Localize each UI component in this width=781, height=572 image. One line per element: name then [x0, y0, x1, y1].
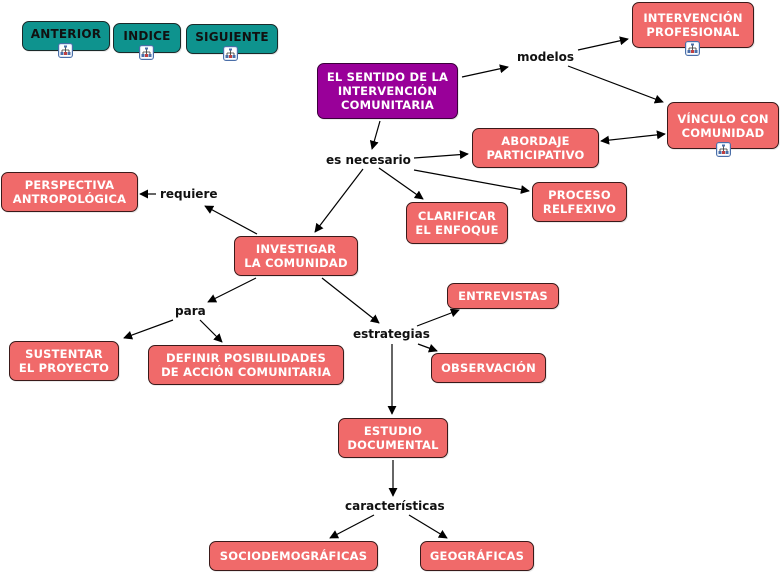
anterior-label: ANTERIOR	[30, 27, 102, 41]
phrase-estrategias[interactable]: estrategias	[351, 327, 432, 341]
link-modelos-vinculo-comunidad	[567, 65, 664, 104]
phrase-modelos[interactable]: modelos	[515, 50, 576, 64]
link-caracteristicas-geograficas	[408, 514, 448, 539]
concept-clarificar-enfoque[interactable]: CLARIFICAR EL ENFOQUE	[406, 202, 508, 244]
link-estrategias-observacion	[417, 343, 438, 353]
phrase-para[interactable]: para	[173, 304, 208, 318]
concept-entrevistas-label: ENTREVISTAS	[458, 289, 548, 303]
concept-abordaje-participativo[interactable]: ABORDAJE PARTICIPATIVO	[472, 128, 599, 168]
concept-sustentar-proyecto[interactable]: SUSTENTAR EL PROYECTO	[9, 341, 119, 381]
concept-investigar-comunidad[interactable]: INVESTIGAR LA COMUNIDAD	[234, 236, 358, 276]
link-es-necesario-proceso	[413, 169, 530, 194]
concept-root[interactable]: EL SENTIDO DE LA INTERVENCIÓN COMUNITARI…	[317, 63, 458, 119]
concept-sustentar-proyecto-label: SUSTENTAR EL PROYECTO	[18, 347, 110, 375]
concept-map-link-icon[interactable]	[58, 43, 73, 58]
phrase-caracteristicas[interactable]: características	[343, 499, 447, 513]
link-investigar-requiere	[204, 205, 258, 235]
concept-observacion[interactable]: OBSERVACIÓN	[431, 353, 546, 383]
concept-map-link-icon[interactable]	[139, 45, 154, 60]
concept-intervencion-profesional-label: INTERVENCIÓN PROFESIONAL	[643, 11, 743, 39]
link-es-necesario-abordaje	[413, 150, 469, 160]
concept-sociodemograficas[interactable]: SOCIODEMOGRÁFICAS	[209, 541, 378, 571]
concept-perspectiva-antropologica[interactable]: PERSPECTIVA ANTROPOLÓGICA	[1, 172, 138, 212]
concept-map-link-icon[interactable]	[685, 41, 700, 56]
concept-observacion-label: OBSERVACIÓN	[441, 361, 536, 375]
concept-estudio-documental-label: ESTUDIO DOCUMENTAL	[347, 424, 439, 452]
concept-proceso-reflexivo[interactable]: PROCESO RELFEXIVO	[532, 182, 627, 222]
link-es-necesario-clarificar	[378, 167, 424, 200]
phrase-es-necesario[interactable]: es necesario	[324, 153, 413, 167]
concept-geograficas-label: GEOGRÁFICAS	[429, 549, 525, 563]
link-vinculo-abordaje	[600, 130, 666, 145]
link-modelos-intervencion-profesional	[577, 36, 629, 51]
link-root-modelos	[461, 64, 509, 78]
link-investigar-para	[207, 277, 257, 303]
concept-map-link-icon[interactable]	[223, 46, 238, 61]
concept-sociodemograficas-label: SOCIODEMOGRÁFICAS	[219, 549, 368, 563]
concept-abordaje-participativo-label: ABORDAJE PARTICIPATIVO	[486, 134, 585, 162]
concept-map-link-icon[interactable]	[716, 142, 731, 157]
concept-perspectiva-antropologica-label: PERSPECTIVA ANTROPOLÓGICA	[12, 178, 127, 206]
concept-intervencion-profesional[interactable]: INTERVENCIÓN PROFESIONAL	[632, 2, 754, 48]
link-para-sustentar	[123, 319, 174, 340]
concept-geograficas[interactable]: GEOGRÁFICAS	[420, 541, 534, 571]
concept-proceso-reflexivo-label: PROCESO RELFEXIVO	[542, 188, 617, 216]
phrase-requiere[interactable]: requiere	[158, 187, 220, 201]
link-estrategias-entrevistas	[416, 308, 460, 327]
link-root-es-necesario	[369, 120, 381, 150]
concept-investigar-comunidad-label: INVESTIGAR LA COMUNIDAD	[244, 242, 348, 270]
link-es-necesario-investigar	[314, 168, 364, 233]
indice-label: INDICE	[123, 29, 171, 43]
siguiente-label: SIGUIENTE	[195, 30, 269, 44]
concept-vinculo-comunidad-label: VÍNCULO CON COMUNIDAD	[677, 111, 769, 140]
concept-estudio-documental[interactable]: ESTUDIO DOCUMENTAL	[338, 418, 448, 458]
concept-entrevistas[interactable]: ENTREVISTAS	[447, 283, 559, 309]
concept-clarificar-enfoque-label: CLARIFICAR EL ENFOQUE	[415, 209, 499, 237]
link-caracteristicas-sociodemograficas	[329, 514, 375, 539]
link-para-definir	[199, 319, 223, 343]
concept-definir-posibilidades[interactable]: DEFINIR POSIBILIDADES DE ACCIÓN COMUNITA…	[148, 345, 344, 385]
concept-root-label: EL SENTIDO DE LA INTERVENCIÓN COMUNITARI…	[326, 70, 449, 112]
concept-definir-posibilidades-label: DEFINIR POSIBILIDADES DE ACCIÓN COMUNITA…	[161, 351, 331, 379]
link-investigar-estrategias	[321, 277, 380, 324]
